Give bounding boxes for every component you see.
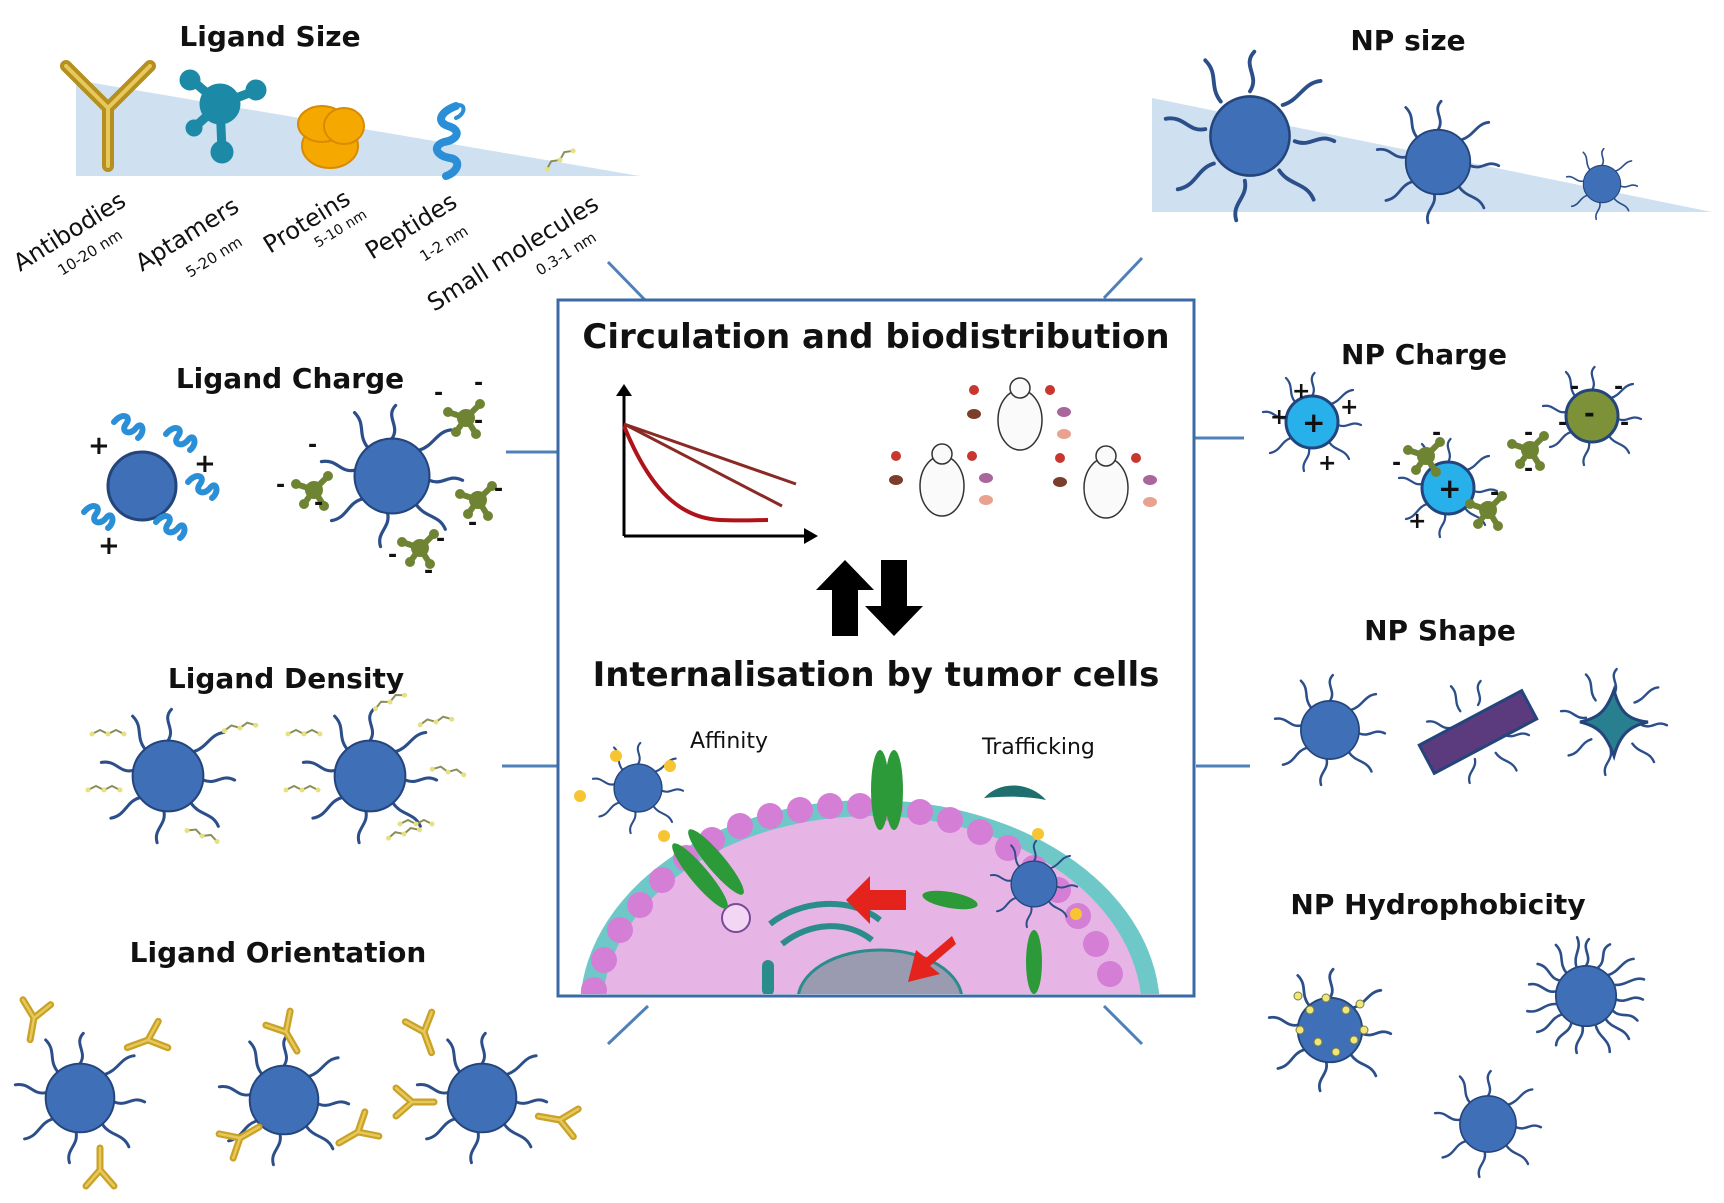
- trafficking-label: Trafficking: [981, 735, 1095, 760]
- orientation-np-3: [396, 1012, 578, 1165]
- peptide-icon: [432, 102, 466, 180]
- minus-sign: -: [388, 543, 397, 568]
- tumor-cell-illustration: [574, 741, 1160, 994]
- plus-sign: +: [1340, 395, 1358, 420]
- np-charge-panel: NP Charge + + + + + + + - - - - -: [1261, 338, 1643, 539]
- exchange-arrows-icon: [816, 560, 923, 636]
- cationic-np-with-aptamers: + + - - - - -: [1392, 421, 1549, 539]
- internalisation-title: Internalisation by tumor cells: [593, 655, 1160, 695]
- np-shape-title: NP Shape: [1364, 614, 1516, 647]
- minus-sign: -: [468, 511, 477, 536]
- np-hydrophobicity-panel: NP Hydrophobicity: [1267, 888, 1662, 1179]
- high-density-np: [282, 689, 468, 845]
- ligand-charge-panel: Ligand Charge + + + - - - - - - - -: [84, 362, 503, 584]
- minus-sign: -: [424, 559, 433, 584]
- np-hydrophobicity-title: NP Hydrophobicity: [1290, 888, 1585, 921]
- cationic-np: + + + + +: [1261, 371, 1363, 476]
- minus-sign: -: [474, 409, 483, 434]
- np-shape-panel: NP Shape: [1273, 614, 1669, 787]
- anionic-ligand-np: - - - - - - - - - - -: [276, 371, 503, 584]
- anionic-np: - - - - -: [1541, 365, 1643, 467]
- hydrophobic-np: [1267, 967, 1393, 1093]
- pk-curve-plot: [616, 384, 818, 544]
- plus-sign: +: [1270, 405, 1288, 430]
- ligand-orientation-panel: Ligand Orientation: [15, 936, 578, 1186]
- minus-sign: -: [434, 381, 443, 406]
- np-size-panel: NP size: [1152, 24, 1712, 225]
- minus-sign: -: [1558, 411, 1567, 436]
- np-charge-title: NP Charge: [1341, 338, 1507, 371]
- minus-sign: -: [1524, 457, 1533, 482]
- ligand-orientation-title: Ligand Orientation: [130, 936, 427, 969]
- plus-sign: +: [1292, 379, 1310, 404]
- low-density-np: [84, 707, 260, 846]
- minus-sign: -: [308, 433, 317, 458]
- peptides-label: Peptides: [360, 187, 462, 265]
- affinity-label: Affinity: [690, 729, 768, 754]
- minus-sign: -: [314, 491, 323, 516]
- minus-sign: -: [1584, 399, 1595, 429]
- plus-sign: +: [194, 449, 216, 479]
- circulation-title: Circulation and biodistribution: [582, 317, 1169, 357]
- np-size-title: NP size: [1350, 24, 1465, 57]
- connector-lines: [502, 256, 1250, 1046]
- antibody-icon: [60, 60, 156, 172]
- minus-sign: -: [494, 477, 503, 502]
- orientation-np-1: [15, 1000, 168, 1186]
- hydrophilic-np-dense: [1510, 920, 1662, 1072]
- minus-sign: -: [1392, 451, 1401, 476]
- spherical-np: [1273, 673, 1387, 787]
- large-np: [1163, 49, 1337, 223]
- plus-sign: +: [1318, 451, 1336, 476]
- minus-sign: -: [276, 473, 285, 498]
- aptamer-icon: [179, 69, 267, 164]
- cationic-ligand-np: + + +: [84, 416, 216, 561]
- minus-sign: -: [1570, 375, 1579, 400]
- plus-sign: +: [98, 531, 120, 561]
- plus-sign: +: [1408, 509, 1426, 534]
- ligand-size-panel: Ligand Size Antibodi: [8, 20, 640, 317]
- ligand-charge-title: Ligand Charge: [176, 362, 404, 395]
- center-panel: Circulation and biodistribution: [556, 298, 1196, 998]
- mouse-biodistribution-icon: [889, 377, 1157, 519]
- orientation-np-2: [219, 1011, 379, 1167]
- ligand-density-title: Ligand Density: [168, 662, 404, 695]
- plus-sign: +: [1302, 406, 1325, 439]
- minus-sign: -: [1620, 411, 1629, 436]
- minus-sign: -: [1614, 375, 1623, 400]
- ligand-size-title: Ligand Size: [179, 20, 360, 53]
- minus-sign: -: [1432, 421, 1441, 446]
- plus-sign: +: [88, 431, 110, 461]
- hydrophilic-np: [1433, 1069, 1543, 1179]
- minus-sign: -: [436, 527, 445, 552]
- minus-sign: -: [474, 371, 483, 396]
- minus-sign: -: [1524, 421, 1533, 446]
- rod-shaped-np: [1417, 679, 1539, 785]
- star-shaped-np: [1559, 667, 1669, 777]
- ligand-density-panel: Ligand Density: [84, 662, 468, 846]
- ligand-size-labels: Antibodies 10-20 nm Aptamers 5-20 nm Pro…: [8, 184, 603, 317]
- protein-icon: [297, 105, 365, 169]
- minus-sign: -: [1490, 481, 1499, 506]
- plus-sign: +: [1438, 472, 1461, 505]
